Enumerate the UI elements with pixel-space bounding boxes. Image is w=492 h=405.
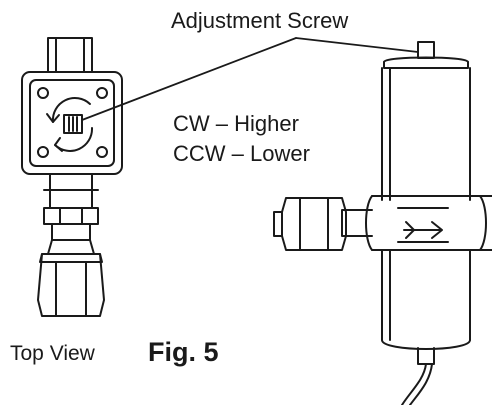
- top-view-adjustment-slot: [63, 114, 83, 134]
- adjustment-screw-label: Adjustment Screw: [171, 8, 349, 33]
- slot-leader-line: [81, 37, 297, 121]
- top-view-caption: Top View: [10, 342, 95, 365]
- adjustment-screw: [417, 41, 435, 59]
- lead-wire: [401, 363, 427, 405]
- flow-arrow: [403, 221, 443, 239]
- leader-lines: [81, 37, 419, 121]
- corner-screw: [37, 87, 49, 99]
- flare-nut: [281, 197, 347, 251]
- top-view-housing: [21, 71, 123, 175]
- corner-screw: [96, 146, 108, 158]
- figure-number-caption: Fig. 5: [148, 337, 219, 367]
- screw-leader-line: [295, 37, 419, 53]
- ccw-direction-label: CCW – Lower: [173, 141, 310, 166]
- top-view-drawing: [21, 37, 123, 317]
- corner-screw: [96, 87, 108, 99]
- corner-screw: [37, 146, 49, 158]
- side-view-drawing: [273, 41, 492, 405]
- top-view-hex-nut: [37, 253, 105, 317]
- cw-arrow: [51, 97, 91, 123]
- cw-direction-label: CW – Higher: [173, 111, 299, 136]
